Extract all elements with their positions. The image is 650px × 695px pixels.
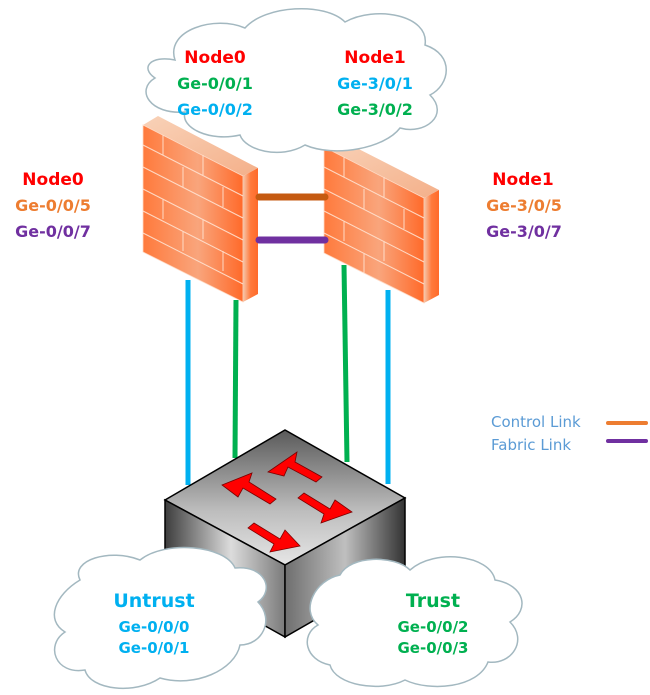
- top-node1-port-2: Ge-3/0/2: [337, 100, 413, 119]
- zone-trust-title: Trust: [405, 590, 461, 612]
- top-node1-title: Node1: [344, 48, 406, 68]
- fw-node1-fabric-port: Ge-3/0/7: [486, 222, 562, 241]
- arrow-up-left-icon: [267, 451, 323, 483]
- zone-untrust-port-2: Ge-0/0/1: [118, 639, 190, 657]
- arrow-up-left-icon: [221, 472, 277, 505]
- zone-trust-port-1: Ge-0/0/2: [397, 618, 469, 636]
- top-node0-port-2: Ge-0/0/2: [177, 100, 253, 119]
- top-node1-port-1: Ge-3/0/1: [337, 74, 413, 93]
- arrow-down-right-icon: [247, 522, 301, 553]
- firewall-node1-icon: [323, 139, 439, 304]
- fw-node1-title: Node1: [492, 170, 554, 190]
- top-node0-title: Node0: [184, 48, 246, 68]
- link-node0-green: [232, 299, 239, 459]
- fw-node0-title: Node0: [22, 170, 84, 190]
- fw-node1-control-port: Ge-3/0/5: [486, 196, 562, 215]
- legend-control-link-label: Control Link: [491, 413, 581, 431]
- fw-node0-control-port: Ge-0/0/5: [15, 196, 91, 215]
- firewall-node0-icon: [142, 116, 258, 303]
- arrow-down-right-icon: [297, 492, 353, 524]
- fw-node0-fabric-port: Ge-0/0/7: [15, 222, 91, 241]
- cloud-trust: [306, 556, 523, 688]
- zone-untrust-title: Untrust: [113, 590, 195, 612]
- zone-untrust-port-1: Ge-0/0/0: [118, 618, 190, 636]
- top-node0-port-1: Ge-0/0/1: [177, 74, 253, 93]
- legend-fabric-link-label: Fabric Link: [491, 436, 572, 454]
- link-node1-green: [341, 264, 350, 463]
- cloud-top: [145, 7, 447, 154]
- cloud-untrust: [53, 546, 267, 690]
- zone-trust-port-2: Ge-0/0/3: [397, 639, 469, 657]
